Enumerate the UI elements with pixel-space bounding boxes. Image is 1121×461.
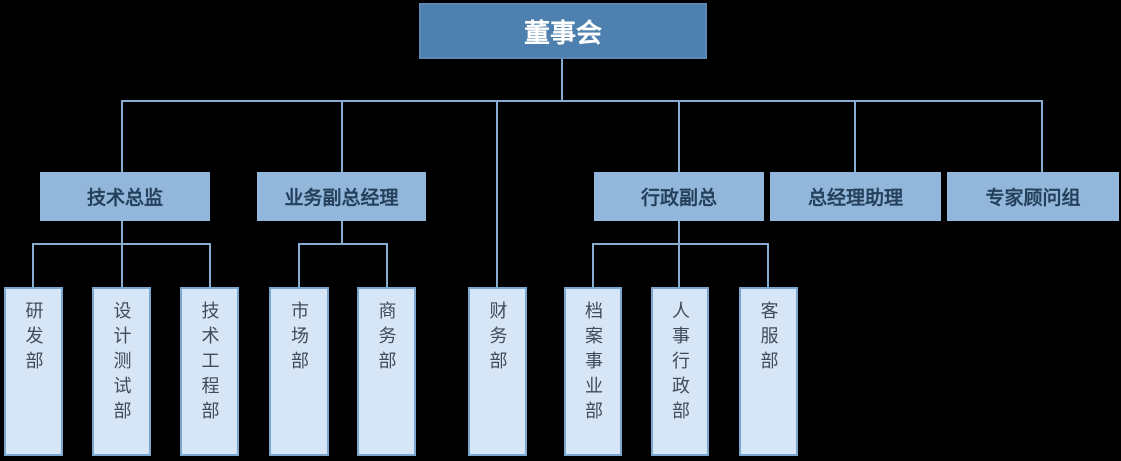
org-node-commerce-dept: 商务部 [357,287,416,456]
connector-rail-admin [592,243,769,245]
connector-drop-hr [678,243,680,287]
connector-stem-biz [341,221,343,245]
connector-drop-expert [1041,100,1043,172]
connector-drop-design [121,243,123,287]
connector-drop-market [298,243,300,287]
connector-drop-commerce [386,243,388,287]
org-node-admin-deputy: 行政副总 [594,172,764,221]
org-node-board-label: 董事会 [523,17,602,48]
org-node-expert-advisory-group-label: 专家顾问组 [985,188,1081,209]
org-node-rd-dept-label: 研发部 [23,301,44,376]
org-node-board: 董事会 [419,3,707,59]
connector-drop-rd [32,243,34,287]
org-node-business-deputy-gm-label: 业务副总经理 [284,188,399,209]
connector-drop-tech [121,100,123,172]
org-node-customer-service-dept: 客服部 [739,287,798,456]
connector-root-stem [561,59,563,100]
org-node-gm-assistant: 总经理助理 [770,172,941,221]
connector-drop-assist [854,100,856,172]
org-node-commerce-dept-label: 商务部 [376,301,397,376]
org-node-tech-engineering-dept: 技术工程部 [180,287,239,456]
org-node-admin-deputy-label: 行政副总 [640,188,717,209]
connector-drop-techeng [209,243,211,287]
connector-rail-biz [298,243,388,245]
connector-drop-finance [496,100,498,287]
org-node-finance-dept-label: 财务部 [487,301,508,376]
org-node-hr-admin-dept-label: 人事行政部 [670,301,690,426]
org-node-finance-dept: 财务部 [468,287,527,456]
org-node-tech-engineering-dept-label: 技术工程部 [199,301,220,426]
org-node-marketing-dept-label: 市场部 [289,301,309,376]
org-node-gm-assistant-label: 总经理助理 [807,188,903,209]
org-node-design-test-dept-label: 设计测试部 [111,301,132,426]
org-node-tech-director: 技术总监 [40,172,210,221]
connector-drop-admin [678,100,680,172]
org-node-archive-division-label: 档案事业部 [583,301,603,426]
connector-drop-service [767,243,769,287]
org-node-customer-service-dept-label: 客服部 [758,301,779,376]
org-node-rd-dept: 研发部 [4,287,63,456]
org-node-tech-director-label: 技术总监 [86,188,163,209]
connector-stem-tech [121,221,123,245]
org-node-business-deputy-gm: 业务副总经理 [257,172,426,221]
org-node-expert-advisory-group: 专家顾问组 [947,172,1119,221]
connector-main-rail [121,100,1043,102]
org-node-marketing-dept: 市场部 [269,287,329,456]
org-node-hr-admin-dept: 人事行政部 [651,287,709,456]
connector-drop-biz [341,100,343,172]
org-node-design-test-dept: 设计测试部 [92,287,151,456]
org-node-archive-division: 档案事业部 [564,287,622,456]
connector-drop-archive [592,243,594,287]
connector-stem-admin [678,221,680,245]
